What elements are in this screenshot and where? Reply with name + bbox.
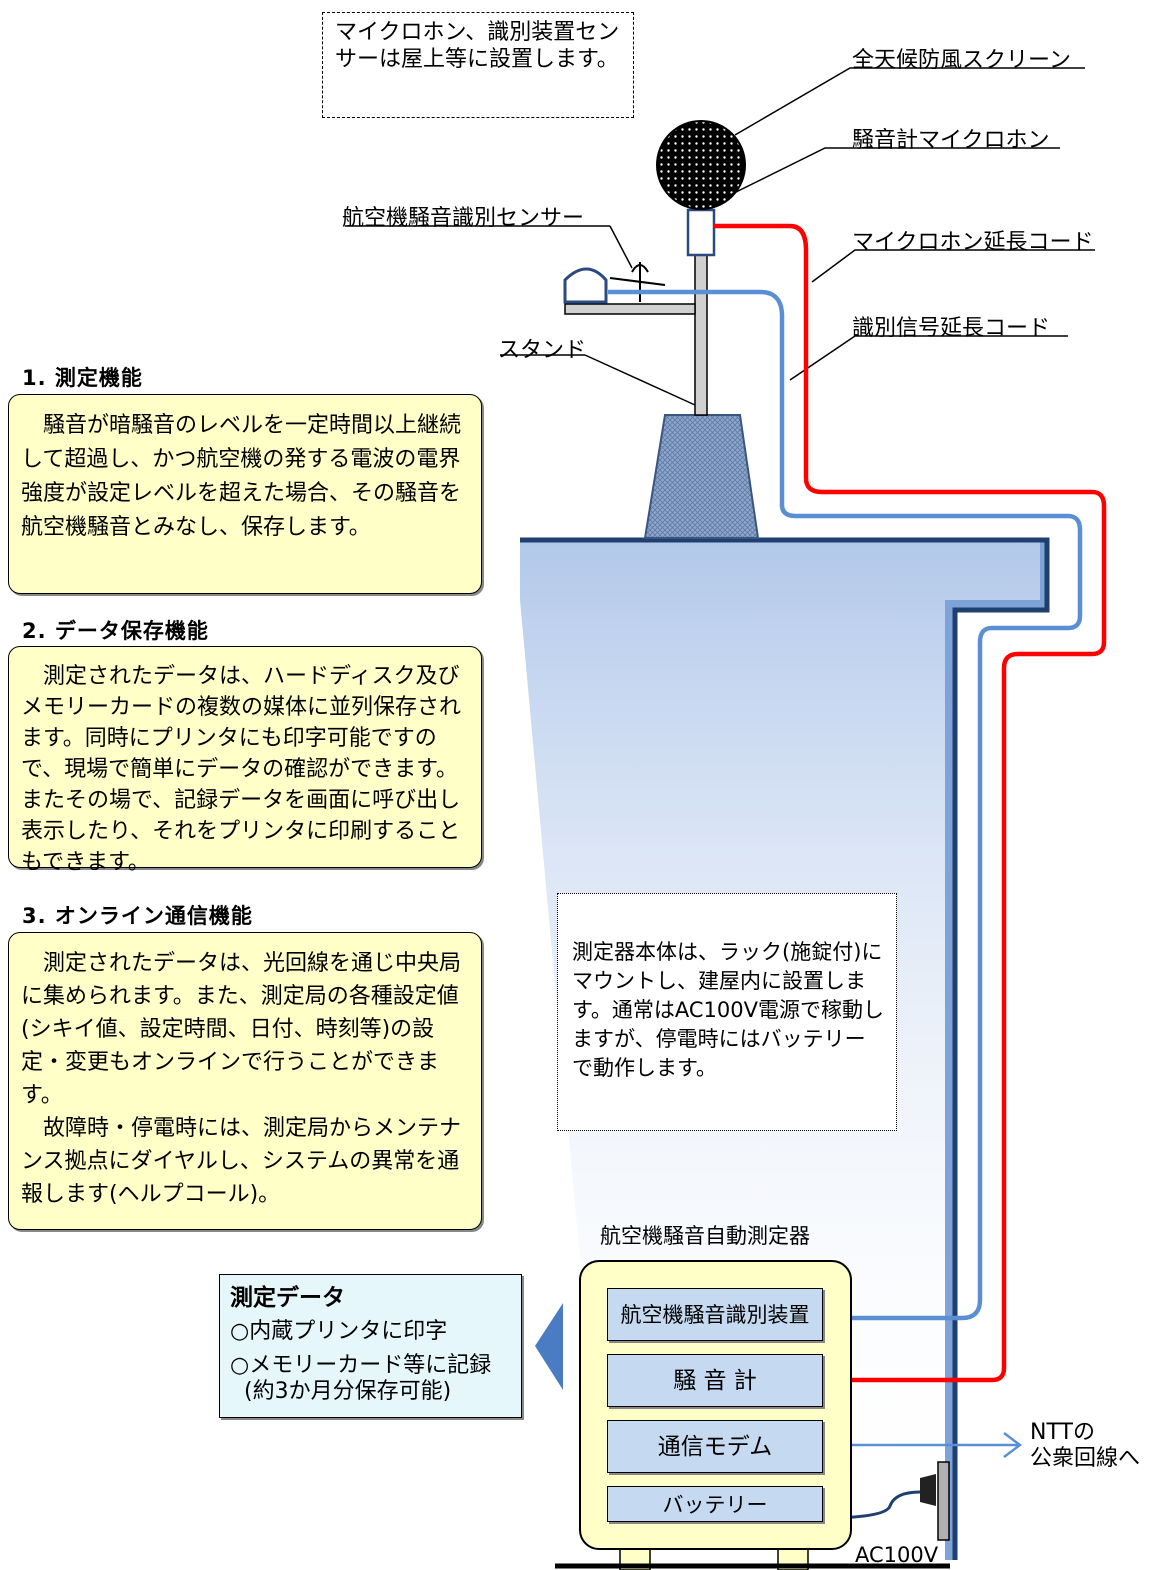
pedestal: [643, 414, 760, 539]
roof-outline: [520, 537, 1050, 1560]
section-3-box: 測定されたデータは、光回線を通じ中央局に集められます。また、測定局の各種設定値(…: [8, 932, 482, 1230]
section-2-title: 2. データ保存機能: [22, 619, 209, 643]
label-windscreen: 全天候防風スクリーン: [852, 48, 1071, 73]
ac-cable: [821, 1490, 921, 1520]
label-mic-cord: マイクロホン延長コード: [852, 230, 1094, 255]
slot-sound-meter: 騒 音 計: [607, 1354, 823, 1407]
label-signal-cord: 識別信号延長コード: [852, 316, 1051, 341]
slot-identifier: 航空機騒音識別装置: [607, 1288, 823, 1341]
windscreen: [656, 120, 746, 210]
note-top-text: マイクロホン、識別装置センサーは屋上等に設置します。: [335, 20, 620, 72]
section-3-title: 3. オンライン通信機能: [22, 904, 253, 928]
data-box-item-2: ○メモリーカード等に記録: [230, 1353, 492, 1378]
label-sensor: 航空機騒音識別センサー: [342, 206, 585, 231]
mic-cord: [714, 223, 1107, 1383]
leader-lines: [345, 67, 1095, 406]
note-top: マイクロホン、識別装置センサーは屋上等に設置します。: [322, 12, 634, 118]
data-box-item-3: (約3か月分保存可能): [244, 1379, 452, 1404]
device-title: 航空機騒音自動測定器: [600, 1224, 810, 1248]
ntt-label-line-1: NTTの: [1030, 1420, 1095, 1445]
sensor-antenna: [609, 262, 666, 302]
microphone-body: [686, 208, 716, 257]
slot-battery: バッテリー: [607, 1486, 823, 1522]
sensor-arm: [564, 303, 696, 315]
slot-modem: 通信モデム: [607, 1420, 823, 1473]
data-pointer: [535, 1303, 563, 1390]
ac-label: AC100V: [855, 1543, 939, 1567]
section-1-box: 騒音が暗騒音のレベルを一定時間以上継続して超過し、かつ航空機の発する電波の電界強…: [8, 394, 482, 594]
data-box-item-1: ○内蔵プリンタに印字: [230, 1319, 448, 1344]
ntt-label: NTTの 公衆回線へ: [1030, 1420, 1140, 1472]
ac-plug: [920, 1474, 936, 1506]
section-2-box: 測定されたデータは、ハードディスク及びメモリーカードの複数の媒体に並列保存されま…: [8, 646, 482, 875]
rack-note: 測定器本体は、ラック(施錠付)にマウントし、建屋内に設置します。通常はAC100…: [557, 893, 897, 1131]
data-box: 測定データ ○内蔵プリンタに印字 ○メモリーカード等に記録 (約3か月分保存可能…: [219, 1274, 522, 1418]
section-3-text-2: 故障時・停電時には、測定局からメンテナンス拠点にダイヤルし、システムの異常を通報…: [21, 1116, 462, 1207]
rack-note-text: 測定器本体は、ラック(施錠付)にマウントし、建屋内に設置します。通常はAC100…: [572, 940, 885, 1080]
data-box-title: 測定データ: [230, 1285, 345, 1311]
section-1-text: 騒音が暗騒音のレベルを一定時間以上継続して超過し、かつ航空機の発する電波の電界強…: [21, 413, 462, 540]
ntt-label-line-2: 公衆回線へ: [1030, 1446, 1141, 1471]
section-2-text: 測定されたデータは、ハードディスク及びメモリーカードの複数の媒体に並列保存されま…: [21, 664, 462, 875]
section-3-text-1: 測定されたデータは、光回線を通じ中央局に集められます。また、測定局の各種設定値(…: [21, 951, 462, 1108]
label-microphone: 騒音計マイクロホン: [852, 128, 1050, 153]
signal-cord: [608, 289, 1083, 1321]
label-stand: スタンド: [498, 338, 587, 363]
ac-outlet: [937, 1461, 950, 1541]
stand-pole: [694, 249, 708, 416]
sensor-dome: [563, 267, 608, 304]
section-1-title: 1. 測定機能: [22, 366, 143, 390]
